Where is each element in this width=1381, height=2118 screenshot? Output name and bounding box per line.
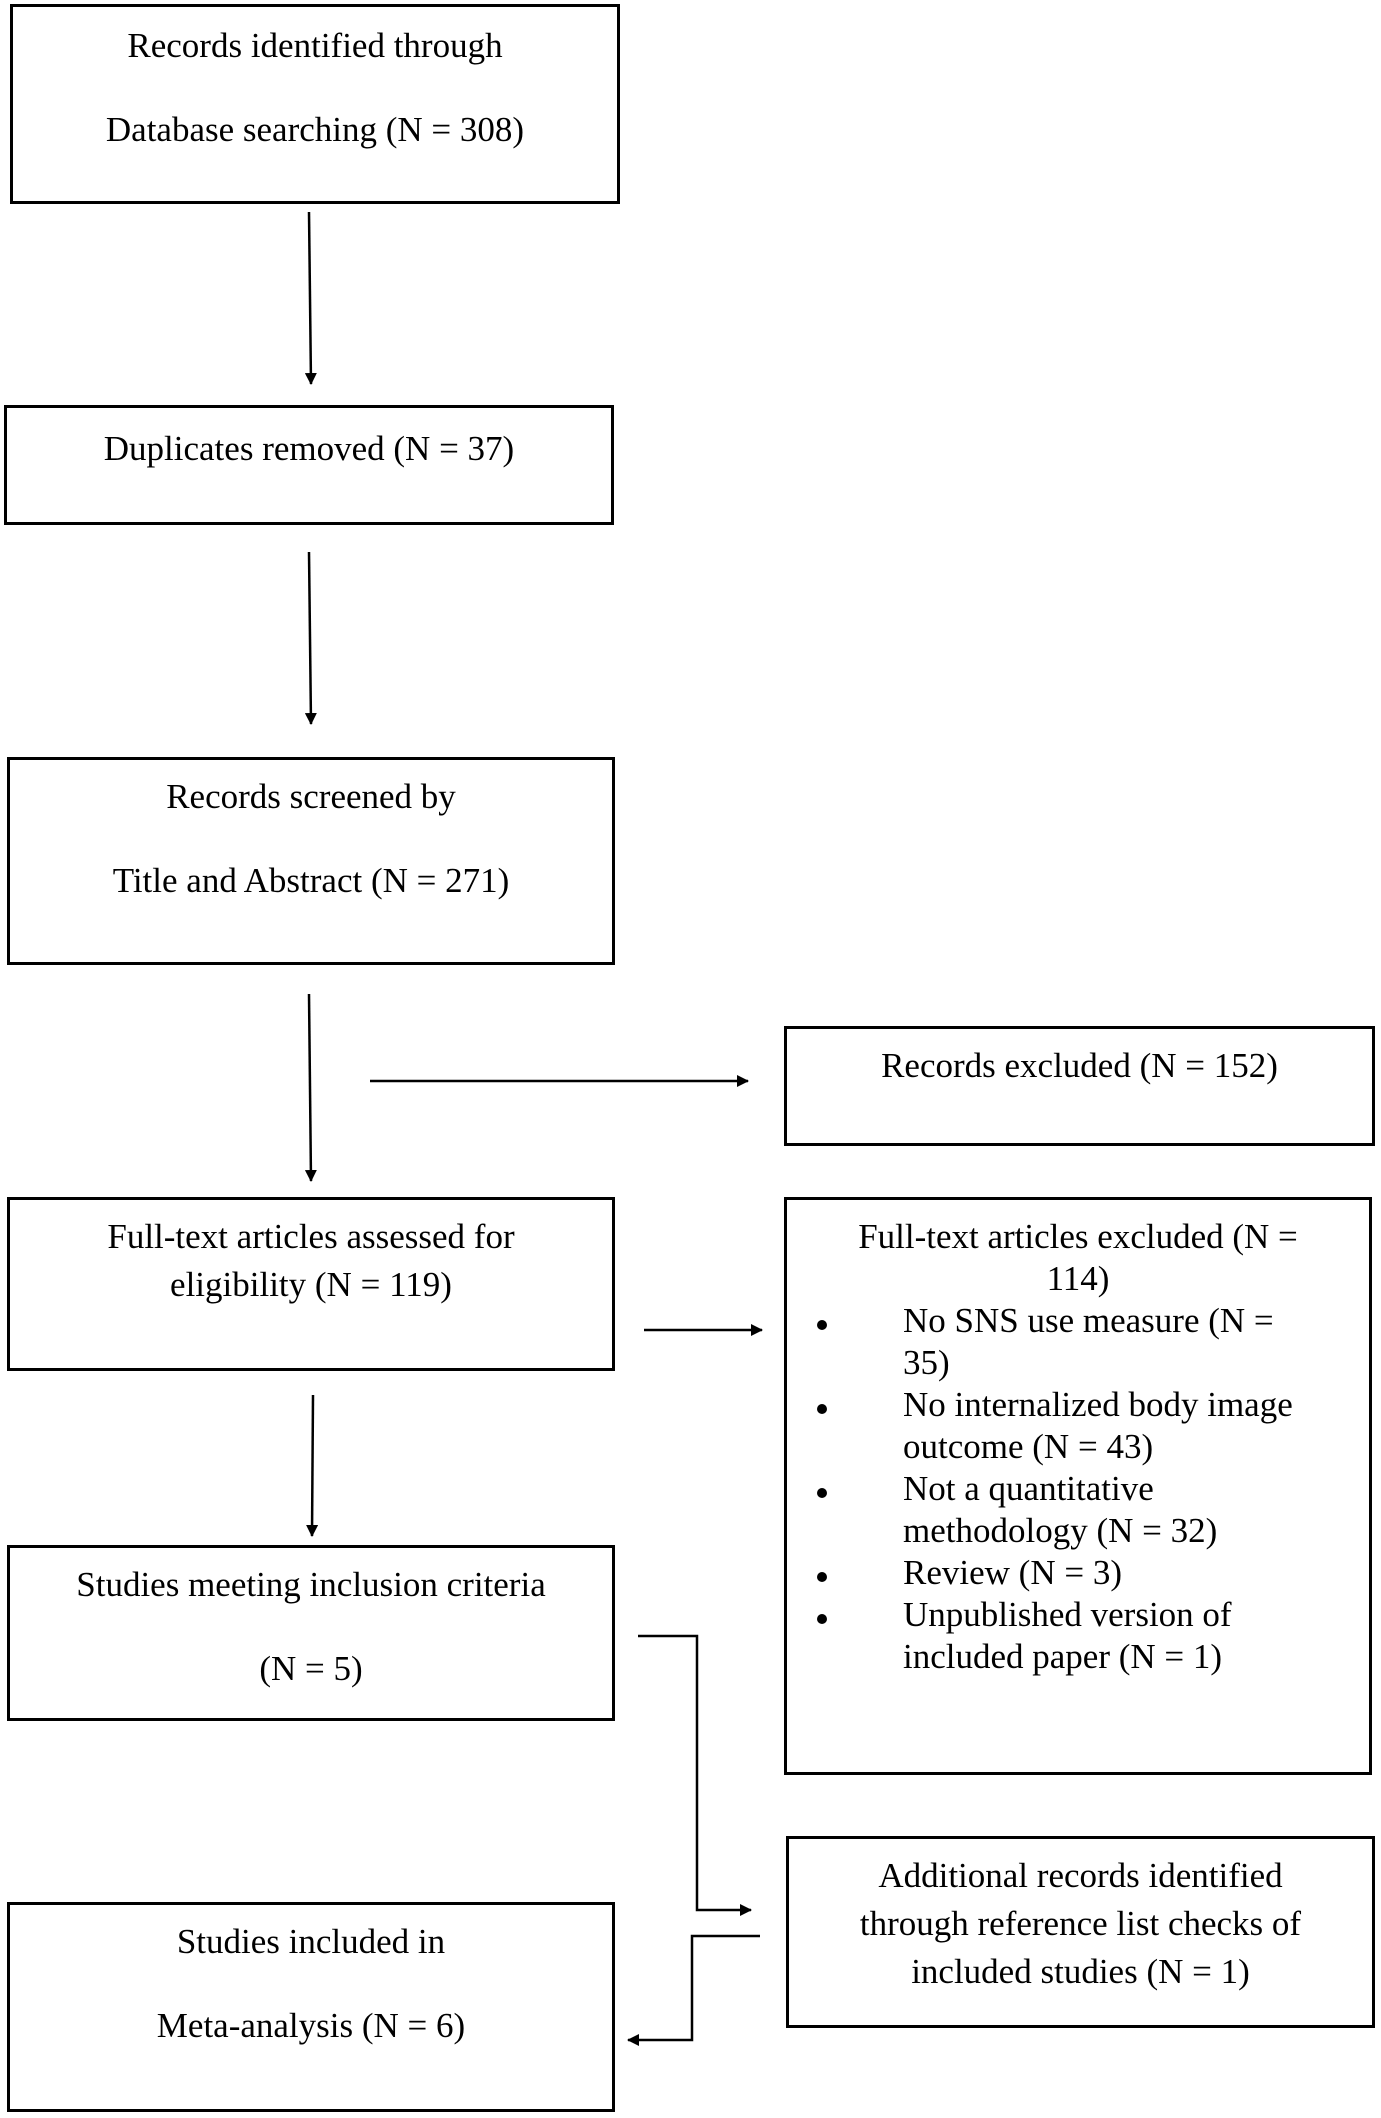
fulltext-assessed-line1: Full-text articles assessed for (107, 1217, 515, 1256)
exclusion-reason-item: No SNS use measure (N = 35) (787, 1300, 1369, 1384)
exclusion-reason-text: Not a quantitative (903, 1469, 1154, 1508)
fulltext-excluded-box: Full-text articles excluded (N = 114) No… (784, 1197, 1372, 1775)
arrow-duplicates-to-screened (304, 551, 317, 725)
meta-analysis-box: Studies included in Meta-analysis (N = 6… (7, 1902, 615, 2112)
meta-analysis-line2: Meta-analysis (N = 6) (156, 2006, 466, 2045)
exclusion-reason-text: methodology (N = 32) (903, 1511, 1218, 1550)
fulltext-assessed-box: Full-text articles assessed for eligibil… (7, 1197, 615, 1371)
exclusion-reason-item: Not a quantitative methodology (N = 32) (787, 1468, 1369, 1552)
exclusion-reason-item: Unpublished version of included paper (N… (787, 1594, 1369, 1678)
duplicates-removed-line1: Duplicates removed (N = 37) (103, 429, 515, 468)
meta-analysis-line1: Studies included in (176, 1922, 446, 1961)
exclusion-reason-item: Review (N = 3) (787, 1552, 1369, 1594)
records-excluded-box: Records excluded (N = 152) (784, 1026, 1375, 1146)
exclusion-reason-text: Unpublished version of (903, 1595, 1232, 1634)
fulltext-excluded-title-line1: Full-text articles excluded (N = (858, 1217, 1298, 1256)
arrow-additional-to-meta (627, 1934, 760, 2046)
arrow-screened-to-fulltext (304, 993, 317, 1182)
exclusion-reasons-list: No SNS use measure (N = 35) No internali… (787, 1300, 1369, 1678)
exclusion-reason-text: outcome (N = 43) (903, 1427, 1154, 1466)
inclusion-criteria-box: Studies meeting inclusion criteria (N = … (7, 1545, 615, 1721)
duplicates-removed-box: Duplicates removed (N = 37) (4, 405, 614, 525)
exclusion-reason-item: No internalized body image outcome (N = … (787, 1384, 1369, 1468)
exclusion-reason-text: included paper (N = 1) (903, 1637, 1223, 1676)
arrow-identified-to-duplicates (304, 211, 317, 385)
additional-records-line3: included studies (N = 1) (911, 1952, 1250, 1991)
fulltext-assessed-line2: eligibility (N = 119) (170, 1265, 452, 1304)
arrow-inclusion-to-additional (638, 1634, 752, 1916)
additional-records-box: Additional records identified through re… (786, 1836, 1375, 2028)
arrow-fulltext-to-inclusion (306, 1394, 319, 1537)
records-screened-box: Records screened by Title and Abstract (… (7, 757, 615, 965)
records-identified-line2: Database searching (N = 308) (105, 110, 525, 149)
additional-records-line2: through reference list checks of (859, 1904, 1302, 1943)
records-excluded-line1: Records excluded (N = 152) (881, 1046, 1278, 1085)
records-screened-line1: Records screened by (166, 777, 456, 816)
fulltext-excluded-title: Full-text articles excluded (N = 114) (787, 1216, 1369, 1300)
exclusion-reason-text: No SNS use measure (N = (903, 1301, 1274, 1340)
fulltext-excluded-title-line2: 114) (1046, 1259, 1110, 1298)
inclusion-criteria-line1: Studies meeting inclusion criteria (76, 1565, 546, 1604)
exclusion-reason-text: Review (N = 3) (903, 1553, 1122, 1592)
exclusion-reason-text: No internalized body image (903, 1385, 1293, 1424)
records-screened-line2: Title and Abstract (N = 271) (112, 861, 510, 900)
inclusion-criteria-line2: (N = 5) (259, 1649, 363, 1688)
records-identified-line1: Records identified through (127, 26, 503, 65)
records-identified-box: Records identified through Database sear… (10, 4, 620, 204)
additional-records-line1: Additional records identified (878, 1856, 1283, 1895)
exclusion-reason-text: 35) (903, 1343, 950, 1382)
